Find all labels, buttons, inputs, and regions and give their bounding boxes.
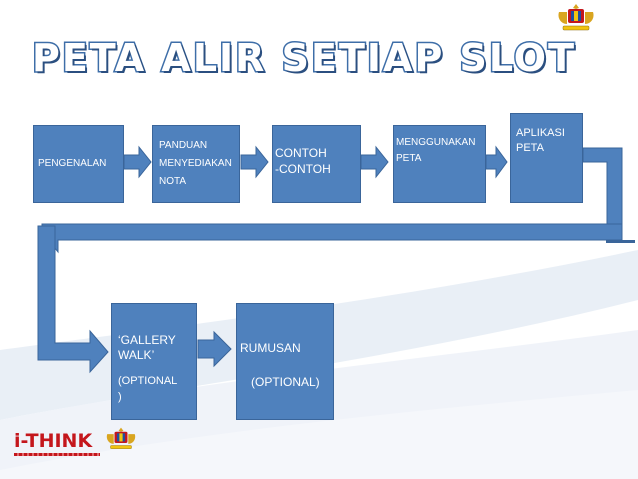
flow-box-panduan: PANDUAN MENYEDIAKAN NOTA [152, 125, 240, 203]
box-label: PETA [396, 153, 422, 164]
box-label: NOTA [159, 176, 187, 187]
arrow-right [360, 145, 389, 179]
box-label: (OPTIONAL) [251, 375, 320, 389]
box-label: MENYEDIAKAN [159, 158, 232, 169]
box-label: MENGGUNAKAN [396, 137, 476, 148]
box-label: PENGENALAN [38, 158, 107, 169]
box-label: APLIKASI [516, 127, 565, 139]
flow-box-pengenalan: PENGENALAN [33, 125, 124, 203]
i-think-logo: i-THINK [14, 430, 93, 452]
box-label: CONTOH [275, 146, 327, 160]
box-label: (OPTIONAL [118, 375, 178, 387]
arrow-right [240, 145, 269, 179]
arrow-right [485, 145, 508, 179]
flow-box-contoh: CONTOH -CONTOH [272, 125, 361, 203]
logo-underline [14, 453, 100, 456]
box-label: ‘GALLERY [118, 333, 176, 347]
connector-return [41, 223, 623, 254]
box-label: ) [118, 391, 122, 403]
malaysia-coat-of-arms-icon [558, 4, 594, 31]
flow-box-aplikasi: APLIKASI PETA [510, 113, 583, 203]
connector-left [37, 225, 109, 374]
flow-box-menggunakan: MENGGUNAKAN PETA [393, 125, 486, 203]
arrow-right [197, 330, 232, 368]
box-label: RUMUSAN [240, 341, 301, 355]
malaysia-coat-of-arms-icon [106, 427, 136, 449]
page-title: PETA ALIR SETIAP SLOT [31, 35, 576, 82]
box-label: WALK’ [118, 348, 155, 362]
flow-box-rumusan: RUMUSAN (OPTIONAL) [236, 303, 334, 420]
flow-box-gallery-walk: ‘GALLERY WALK’ (OPTIONAL ) [111, 303, 197, 420]
arrow-right [123, 145, 152, 179]
box-label: PANDUAN [159, 140, 208, 151]
box-label: PETA [516, 142, 544, 154]
box-label: -CONTOH [275, 162, 331, 176]
